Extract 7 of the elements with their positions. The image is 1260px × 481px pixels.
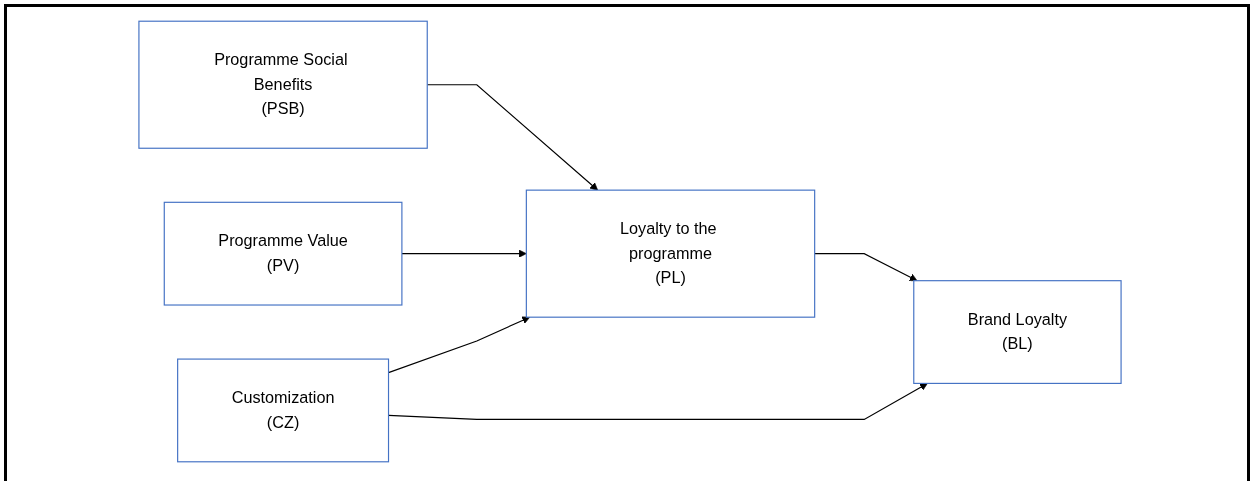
arrow: [401, 249, 527, 258]
node-box: Programme Social Benefits (PSB): [138, 20, 428, 149]
node-box: Loyalty to the programme (PL): [525, 189, 816, 318]
arrow: [814, 253, 918, 282]
node-box: Customization (CZ): [177, 358, 390, 463]
node-box: Programme Value (PV): [163, 201, 403, 306]
node-box: Brand Loyalty (BL): [913, 280, 1122, 384]
